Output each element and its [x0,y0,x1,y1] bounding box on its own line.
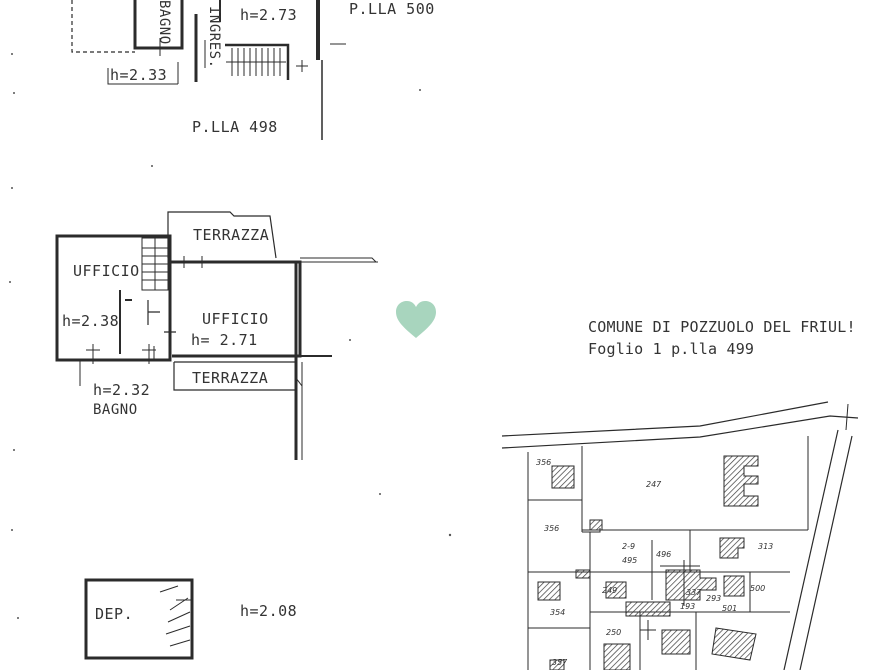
lot-number: 2-9 [622,542,636,551]
ufficio-left-label: UFFICIO [73,262,140,280]
lot-number: 356 [544,524,560,533]
lot-number: 247 [646,480,662,489]
height-left-office-label: h=2.38 [62,312,120,330]
dep-label: DEP. [95,605,134,623]
terrazza-bottom-label: TERRAZZA [192,369,269,387]
top-left-height-label: h=2.33 [110,66,168,84]
cadastral-map [501,401,859,670]
top-floor-plan [71,0,346,140]
lot-number: 501 [722,604,738,613]
dep-height-label: h=2.08 [240,602,298,620]
scan-specks [9,53,452,619]
lot-number: 500 [750,584,766,593]
comune-title: COMUNE DI POZZUOLO DEL FRIUL! [588,318,856,336]
lot-number: 496 [656,550,672,559]
lot-number: 193 [680,602,696,611]
office-floor-plan [55,211,378,460]
lot-number: 356 [536,458,552,467]
lot-number: 313 [758,542,774,551]
lot-number: 337 [686,588,702,597]
top-ingresso-label: INGRES. [206,6,222,69]
top-height-label: h=2.73 [240,6,298,24]
lot-number: 354 [550,608,566,617]
deposit-plan [84,578,194,660]
ufficio-right-label: UFFICIO [202,310,269,328]
lot-number: 495 [622,556,638,565]
lot-number: 250 [606,628,622,637]
lot-number: 293 [706,594,722,603]
lot-number: 249 [602,586,618,595]
height-bagno-label: h=2.32 [93,381,151,399]
plla-498-label: P.LLA 498 [192,118,278,136]
foglio-subtitle: Foglio 1 p.lla 499 [588,340,755,358]
height-right-office-label: h= 2.71 [191,331,258,349]
lot-number: 357 [552,658,568,667]
terrazza-top-label: TERRAZZA [193,226,270,244]
top-bagno-label: BAGNO [156,0,172,45]
plla-500-label: P.LLA 500 [349,0,435,18]
bagno-label: BAGNO [93,402,138,418]
heart-icon [394,300,438,340]
